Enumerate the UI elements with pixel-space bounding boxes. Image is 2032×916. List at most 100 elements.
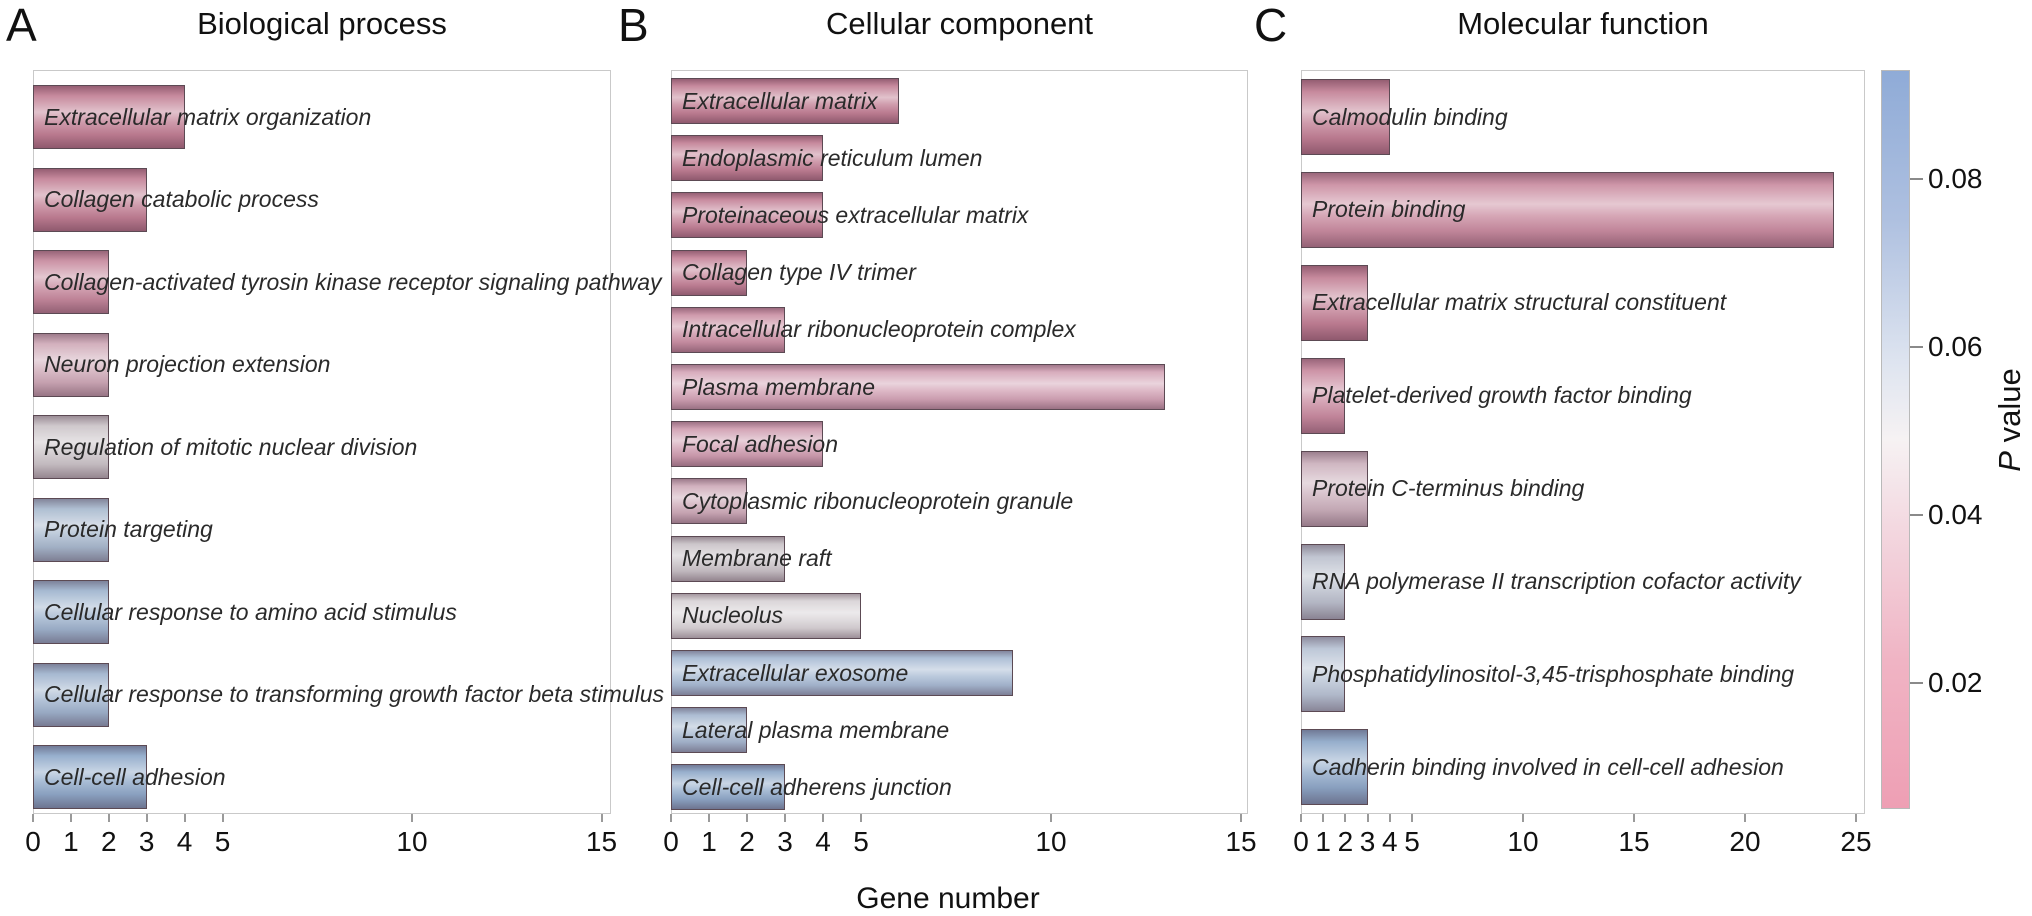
bar-c-6 xyxy=(1301,636,1346,713)
pvalue-colorbar-label: P value xyxy=(1992,368,2028,471)
x-tick-label-b-0: 0 xyxy=(663,826,679,857)
colorbar-tick-0.08 xyxy=(1910,178,1923,181)
x-tick-c-4 xyxy=(1388,814,1391,822)
x-tick-c-10 xyxy=(1522,814,1524,822)
bar-label-c-7: Cadherin binding involved in cell-cell a… xyxy=(1312,753,1784,780)
bar-label-a-5: Protein targeting xyxy=(44,516,213,543)
bar-label-c-4: Protein C-terminus binding xyxy=(1312,475,1585,502)
x-tick-label-c-3: 3 xyxy=(1359,826,1376,857)
x-tick-c-25 xyxy=(1855,814,1857,822)
bar-label-b-10: Extracellular exosome xyxy=(682,659,909,686)
panel-c-title: Molecular function xyxy=(1457,6,1709,41)
bar-label-a-6: Cellular response to amino acid stimulus xyxy=(44,598,457,625)
panel-a-letter: A xyxy=(6,0,37,51)
bar-b-7 xyxy=(671,478,747,525)
x-tick-a-10 xyxy=(411,814,413,822)
x-tick-c-3 xyxy=(1366,814,1369,822)
bar-c-5 xyxy=(1301,543,1346,620)
bar-label-a-0: Extracellular matrix organization xyxy=(44,103,372,130)
colorbar-tick-label-0.04: 0.04 xyxy=(1928,499,1983,531)
bar-a-5 xyxy=(33,497,109,562)
x-tick-c-1 xyxy=(1322,814,1325,822)
bar-label-a-1: Collagen catabolic process xyxy=(44,186,319,213)
x-tick-b-0 xyxy=(670,814,672,822)
bar-b-6 xyxy=(671,421,823,468)
bar-label-c-5: RNA polymerase II transcription cofactor… xyxy=(1312,568,1801,594)
x-tick-b-1 xyxy=(708,814,710,822)
x-tick-c-2 xyxy=(1344,814,1347,822)
bar-label-a-4: Regulation of mitotic nuclear division xyxy=(44,433,418,460)
bar-a-2 xyxy=(33,250,109,315)
bar-b-12 xyxy=(671,764,785,811)
x-tick-label-c-10: 10 xyxy=(1507,826,1539,857)
bar-label-b-5: Plasma membrane xyxy=(682,373,876,400)
x-tick-a-1 xyxy=(69,814,72,822)
bar-a-0 xyxy=(33,85,185,149)
bar-label-c-2: Extracellular matrix structural constitu… xyxy=(1312,289,1727,316)
bar-b-9 xyxy=(671,592,861,639)
bar-c-7 xyxy=(1301,729,1368,806)
bar-label-c-0: Calmodulin binding xyxy=(1312,103,1508,130)
x-tick-label-c-0: 0 xyxy=(1293,826,1309,857)
bar-b-3 xyxy=(671,249,747,296)
x-tick-a-3 xyxy=(145,814,148,822)
bar-a-6 xyxy=(33,580,109,645)
panel-a-title: Biological process xyxy=(197,6,447,41)
bar-label-b-3: Collagen type IV trimer xyxy=(682,259,916,286)
panel-b-title: Cellular component xyxy=(825,6,1094,41)
x-tick-a-4 xyxy=(183,814,186,822)
bar-label-c-3: Platelet-derived growth factor binding xyxy=(1312,382,1692,409)
x-tick-b-10 xyxy=(1050,814,1052,822)
panel-c-letter: C xyxy=(1254,0,1288,51)
bar-label-b-2: Proteinaceous extracellular matrix xyxy=(682,201,1029,228)
bar-label-b-9: Nucleolus xyxy=(682,602,783,629)
bar-label-b-4: Intracellular ribonucleoprotein complex xyxy=(682,316,1076,343)
x-tick-label-c-15: 15 xyxy=(1618,826,1650,857)
x-tick-label-b-15: 15 xyxy=(1225,826,1257,857)
bar-label-a-8: Cell-cell adhesion xyxy=(44,763,226,790)
x-tick-label-b-3: 3 xyxy=(777,826,793,857)
x-tick-label-a-3: 3 xyxy=(138,826,155,857)
bar-label-a-2: Collagen-activated tyrosin kinase recept… xyxy=(44,268,662,295)
bar-label-c-6: Phosphatidylinositol-3,45-trisphosphate … xyxy=(1312,660,1795,687)
bar-label-b-11: Lateral plasma membrane xyxy=(682,716,950,743)
bar-label-b-1: Endoplasmic reticulum lumen xyxy=(682,144,983,171)
x-tick-label-b-2: 2 xyxy=(739,826,755,857)
x-tick-label-a-2: 2 xyxy=(101,826,117,857)
x-tick-label-a-15: 15 xyxy=(585,826,618,857)
colorbar-tick-label-0.02: 0.02 xyxy=(1928,667,1983,699)
x-tick-c-15 xyxy=(1633,814,1635,822)
colorbar-tick-label-0.08: 0.08 xyxy=(1928,163,1983,195)
x-tick-a-2 xyxy=(107,814,110,822)
bar-a-1 xyxy=(33,167,147,232)
panel-b-letter: B xyxy=(618,0,649,51)
colorbar-tick-0.04 xyxy=(1910,514,1923,517)
x-tick-label-a-10: 10 xyxy=(396,826,428,857)
bar-label-b-12: Cell-cell adherens junction xyxy=(682,773,952,800)
x-tick-label-a-1: 1 xyxy=(63,826,79,857)
x-tick-c-5 xyxy=(1411,814,1413,822)
x-tick-label-a-0: 0 xyxy=(25,826,41,857)
x-tick-label-b-1: 1 xyxy=(701,826,717,857)
bar-b-11 xyxy=(671,707,747,754)
bar-a-8 xyxy=(33,745,147,810)
x-tick-b-15 xyxy=(1240,814,1242,822)
x-tick-c-20 xyxy=(1744,814,1746,822)
bar-label-b-6: Focal adhesion xyxy=(682,430,838,457)
bar-a-4 xyxy=(33,415,109,480)
x-tick-label-b-10: 10 xyxy=(1035,826,1067,857)
bar-a-7 xyxy=(33,662,109,727)
x-tick-label-b-5: 5 xyxy=(853,826,869,857)
bar-a-3 xyxy=(33,332,109,397)
x-tick-label-c-2: 2 xyxy=(1337,826,1354,857)
x-tick-label-b-4: 4 xyxy=(815,826,831,857)
pvalue-label-italic-part: P xyxy=(1992,451,2027,472)
bar-b-2 xyxy=(671,192,823,239)
bar-label-c-1: Protein binding xyxy=(1312,196,1466,223)
x-axis-label: Gene number xyxy=(856,882,1040,915)
x-tick-b-3 xyxy=(784,814,786,822)
